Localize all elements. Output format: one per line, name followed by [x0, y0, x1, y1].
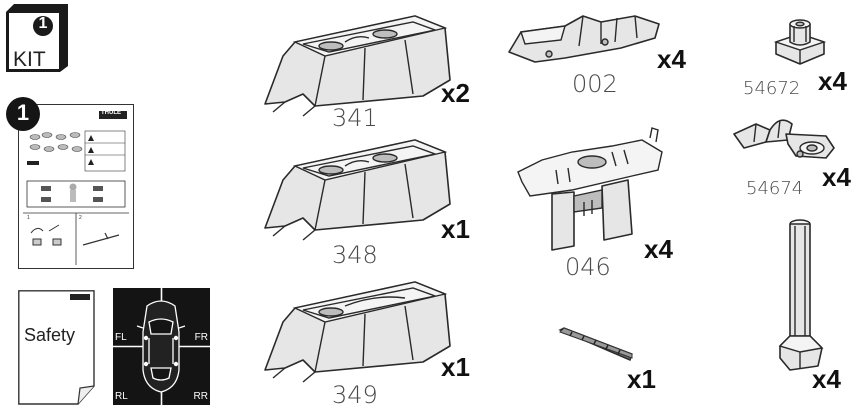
kit-label: KIT	[13, 48, 46, 71]
part-code-349: 349	[332, 381, 378, 409]
foot-pad-348-drawing	[264, 139, 451, 241]
part-code-54672: 54672	[743, 78, 801, 99]
part-code-002: 002	[572, 70, 618, 98]
part-code-046: 046	[565, 253, 611, 281]
foot-pad-341-drawing	[264, 15, 451, 117]
kit-step-badge: 1 KIT	[6, 4, 68, 72]
part-qty-341: x2	[441, 78, 470, 108]
part-qty-349: x1	[441, 352, 470, 382]
part-54674-drawing	[733, 119, 835, 159]
manual-brand-logo: THULE	[99, 110, 127, 119]
vehicle-positions-diagram: FL FR RL RR	[113, 288, 210, 405]
part-qty-54672: x4	[818, 66, 847, 96]
part-qty-046: x4	[644, 234, 673, 264]
safety-label: Safety	[24, 325, 76, 345]
bolt-drawing	[778, 219, 824, 371]
part-qty-002: x4	[657, 44, 686, 74]
part-qty-54674: x4	[822, 162, 851, 192]
part-54672-drawing	[773, 19, 827, 65]
part-code-348: 348	[332, 241, 378, 269]
svg-text:1: 1	[27, 215, 30, 221]
manual-thumbnail: THULE 1 2	[18, 104, 134, 269]
part-002-drawing	[508, 15, 660, 63]
manual-step-badge: 1	[6, 97, 40, 131]
foot-pad-349-drawing	[264, 281, 451, 383]
shim-strip-drawing	[558, 327, 633, 361]
part-code-341: 341	[332, 104, 378, 132]
position-rl: RL	[115, 391, 128, 402]
part-046-drawing	[517, 127, 663, 251]
position-fr: FR	[194, 332, 208, 343]
part-qty-348: x1	[441, 214, 470, 244]
kit-step-number: 1	[38, 15, 48, 32]
safety-sheet: Safety	[18, 290, 95, 405]
car-top-view-icon	[136, 300, 186, 393]
part-qty-bolt: x4	[812, 364, 841, 394]
position-rr: RR	[193, 391, 208, 402]
part-qty-shim: x1	[627, 364, 656, 394]
position-fl: FL	[115, 332, 127, 343]
svg-text:2: 2	[79, 215, 82, 221]
part-code-54674: 54674	[746, 178, 804, 199]
